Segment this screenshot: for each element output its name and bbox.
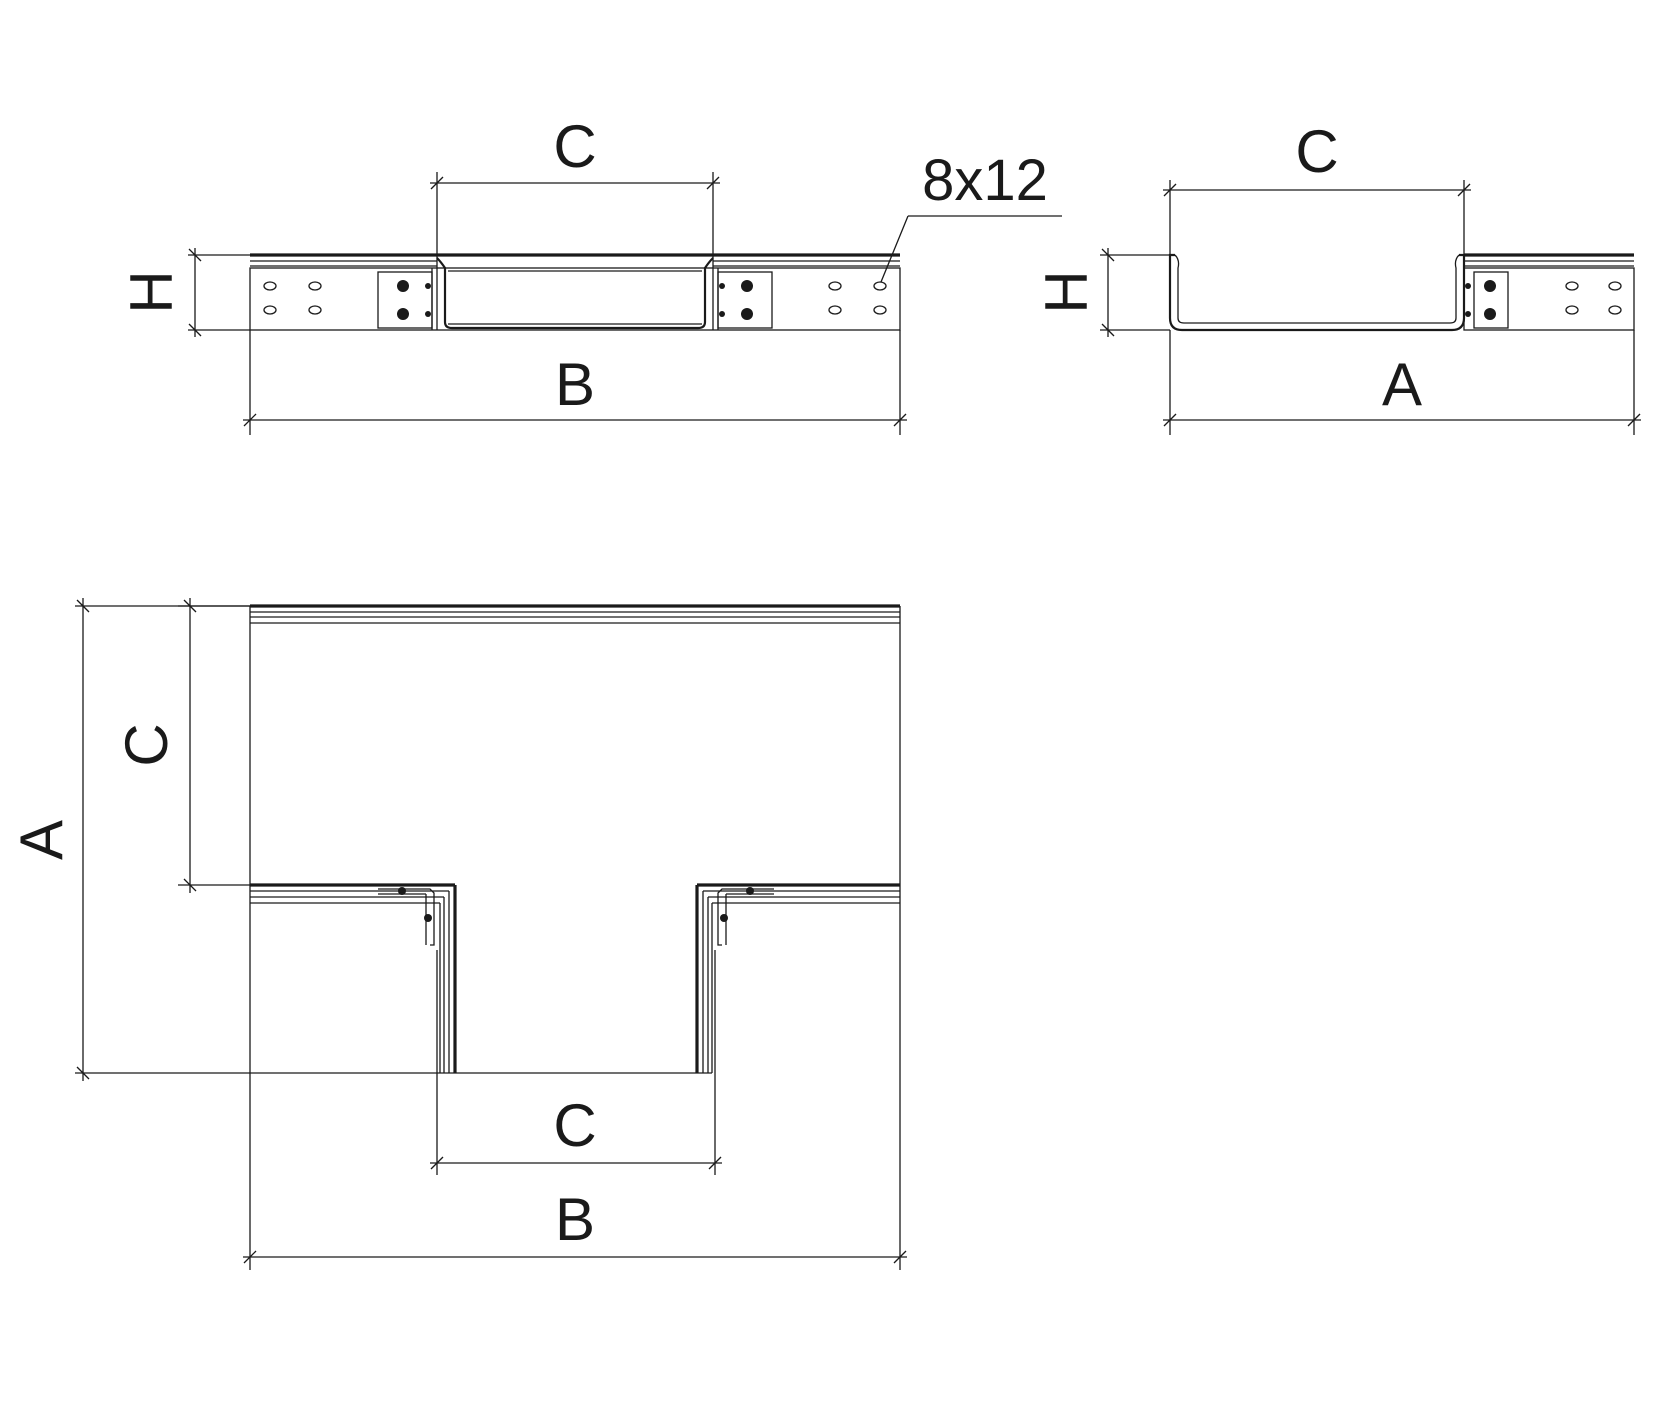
dimension-b-plan: B [243,885,907,1270]
label-b-top-left: B [555,351,595,418]
label-c-plan-horizontal: C [553,1092,596,1159]
dimension-a-plan: A [8,598,440,1081]
label-a-plan: A [8,820,75,860]
label-h-top-right: H [1033,270,1100,313]
dimension-h-top-right: H [1033,248,1170,337]
side-view-left [249,253,901,331]
dimension-c-top-right: C [1163,118,1471,255]
dimension-c-top-left: C [430,113,720,255]
end-view-right [1168,253,1635,332]
label-c-plan-vertical: C [113,723,180,766]
label-h-top-left: H [118,270,185,313]
label-b-plan: B [555,1186,595,1253]
dimension-c-plan-horizontal: C [430,1073,722,1175]
label-a-top-right: A [1382,351,1422,418]
dimension-b-top-left: B [243,330,907,435]
dimension-c-plan-vertical: C [113,598,250,893]
plan-view-tee [249,604,901,1074]
label-hole-size: 8x12 [922,148,1048,213]
dimension-h-top-left: H [118,248,250,337]
hole-size-leader: 8x12 [880,148,1062,283]
label-c-top-left: C [553,113,596,180]
label-c-top-right: C [1295,118,1338,185]
dimension-a-top-right: A [1163,330,1641,435]
